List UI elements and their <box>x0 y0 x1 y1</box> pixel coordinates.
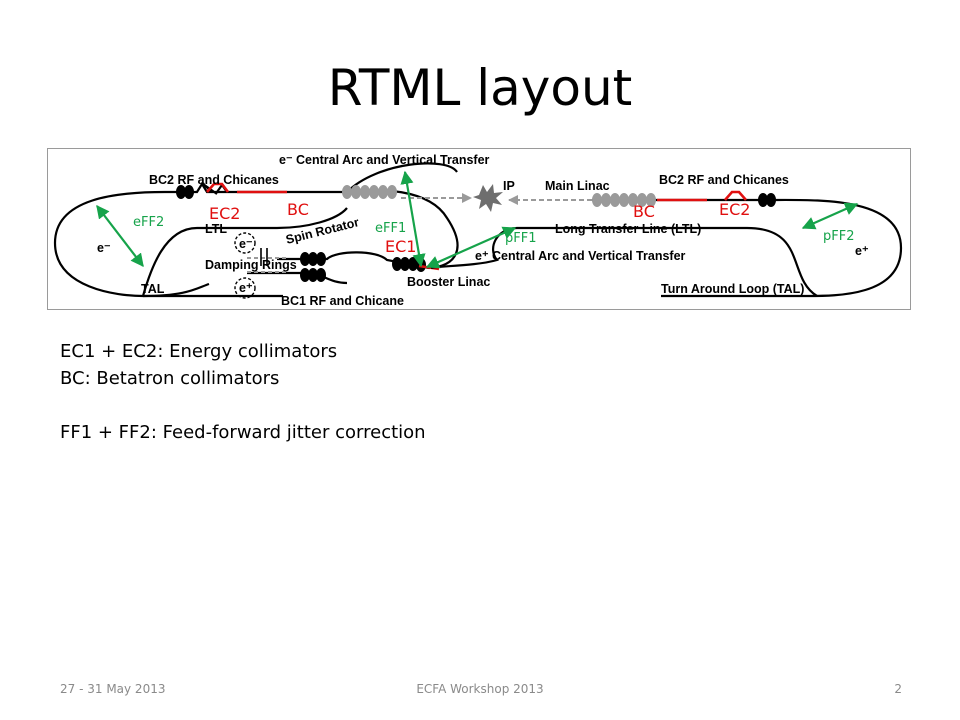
label-e-minus-left: e⁻ <box>97 241 111 255</box>
label-e-central-arc-top: e⁻ Central Arc and Vertical Transfer <box>279 153 490 167</box>
label-e-minus-ring: e⁻ <box>239 237 253 251</box>
label-e-plus-right: e⁺ <box>855 244 869 258</box>
label-ltl-left: LTL <box>205 222 227 236</box>
rtml-layout-diagram: e⁻ Central Arc and Vertical Transfer BC2… <box>47 148 911 310</box>
cavity-markers-left <box>176 185 426 282</box>
ec2-left-label: EC2 <box>209 204 240 223</box>
label-main-linac: Main Linac <box>545 179 610 193</box>
linac-cavities-right <box>592 193 656 207</box>
bc-right-label: BC <box>633 202 655 221</box>
pff1-label: pFF1 <box>505 231 536 246</box>
eff2-label: eFF2 <box>133 215 164 230</box>
ec1-label: EC1 <box>385 237 416 256</box>
label-tal-left: TAL <box>141 282 165 296</box>
legend-notes: EC1 + EC2: Energy collimators BC: Betatr… <box>60 338 426 446</box>
label-ltl-right: Long Transfer Line (LTL) <box>555 222 701 236</box>
eff2-arrow <box>96 204 144 268</box>
label-damping-rings: Damping Rings <box>205 258 297 272</box>
linac-cavities-left <box>342 185 397 199</box>
footer-page-number: 2 <box>894 682 902 696</box>
note-energy-collimators: EC1 + EC2: Energy collimators <box>60 341 338 362</box>
note-feedforward: FF1 + FF2: Feed-forward jitter correctio… <box>60 422 426 443</box>
pff2-label: pFF2 <box>823 229 854 244</box>
collimator-segments-right <box>657 190 747 202</box>
bc-left-label: BC <box>287 200 309 219</box>
label-bc1: BC1 RF and Chicane <box>281 294 404 308</box>
slide-title: RTML layout <box>327 59 633 117</box>
label-bc2-right: BC2 RF and Chicanes <box>659 173 789 187</box>
footer-date: 27 - 31 May 2013 <box>60 682 166 696</box>
label-bc2-left: BC2 RF and Chicanes <box>149 173 279 187</box>
ec2-right-label: EC2 <box>719 200 750 219</box>
label-e-plus-ring: e⁺ <box>239 281 253 295</box>
note-betatron-collimators: BC: Betatron collimators <box>60 368 280 389</box>
label-tal-right: Turn Around Loop (TAL) <box>661 282 804 296</box>
pff2-arrow <box>801 202 859 230</box>
label-booster-linac: Booster Linac <box>407 275 490 289</box>
eff1-arrow <box>400 170 426 268</box>
footer-event: ECFA Workshop 2013 <box>416 682 544 696</box>
eff1-label: eFF1 <box>375 221 406 236</box>
pff1-arrow <box>425 226 517 269</box>
label-ip: IP <box>503 179 515 193</box>
cavity-markers-right <box>758 193 776 207</box>
feedforward-arrows <box>96 170 859 269</box>
note-spacer <box>60 392 426 419</box>
label-e-plus-central-arc: e⁺ Central Arc and Vertical Transfer <box>475 249 686 263</box>
damping-rings <box>234 232 287 299</box>
